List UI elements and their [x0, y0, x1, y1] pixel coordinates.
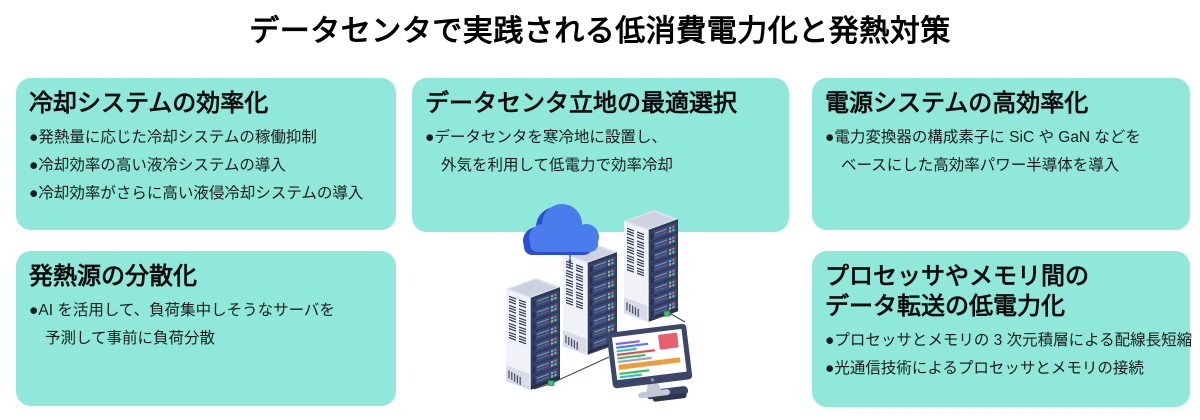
card-heading: 冷却システムの効率化 [29, 89, 388, 119]
card-location-selection: データセンタ立地の最適選択 ●データセンタを寒冷地に設置し、外気を利用して低電力で… [412, 78, 789, 232]
card-heading: 電源システムの高効率化 [825, 89, 1182, 119]
card-bullets: ●電力変換器の構成素子に SiC や GaN などをベースにした高効率パワー半導… [825, 124, 1182, 180]
card-heading: データセンタ立地の最適選択 [425, 89, 781, 119]
card-heading: プロセッサやメモリ間のデータ転送の低電力化 [825, 262, 1182, 322]
server-rack-icon [505, 277, 561, 391]
card-data-transfer: プロセッサやメモリ間のデータ転送の低電力化●プロセッサとメモリの 3 次元積層に… [812, 251, 1193, 407]
connector-node-icon [547, 310, 671, 386]
card-heat-source-dispersal: 発熱源の分散化 ●AI を活用して、負荷集中しそうなサーバを予測して事前に負荷分散 [16, 251, 396, 406]
bullet-item-continuation: 予測して事前に負荷分散 [45, 330, 216, 347]
card-bullets: ●発熱量に応じた冷却システムの稼働抑制 ●冷却効率の高い液冷システムの導入 ●冷却効… [29, 124, 388, 208]
card-heading: 発熱源の分散化 [29, 262, 388, 292]
bullet-item: ●冷却効率がさらに高い液侵冷却システムの導入 [29, 185, 364, 202]
bullet-item: ●電力変換器の構成素子に SiC や GaN などを [825, 129, 1141, 146]
card-heading-line: プロセッサやメモリ間の [825, 263, 1089, 290]
bullet-item-continuation: 外気を利用して低電力で効率冷却 [441, 157, 674, 174]
datacenter-illustration [505, 204, 693, 402]
bullet-item: ●光通信技術によるプロセッサとメモリの接続 [825, 360, 1144, 377]
bullet-item: ●冷却効率の高い液冷システムの導入 [29, 157, 286, 174]
card-heading-line: 冷却システムの効率化 [29, 90, 269, 117]
bullet-item: ●発熱量に応じた冷却システムの稼働抑制 [29, 129, 317, 146]
card-heading-line: 発熱源の分散化 [29, 263, 197, 290]
page-title: データセンタで実践される低消費電力化と発熱対策 [249, 15, 951, 48]
server-rack-icon [623, 209, 679, 323]
bullet-item: ●データセンタを寒冷地に設置し、 [425, 129, 667, 146]
card-heading-line: 電源システムの高効率化 [825, 90, 1089, 117]
card-bullets: ●データセンタを寒冷地に設置し、外気を利用して低電力で効率冷却 [425, 124, 781, 180]
card-heading-line: データセンタ立地の最適選択 [425, 90, 737, 117]
card-bullets: ●AI を活用して、負荷集中しそうなサーバを予測して事前に負荷分散 [29, 297, 388, 353]
card-power-system: 電源システムの高効率化 ●電力変換器の構成素子に SiC や GaN などをベース… [812, 78, 1190, 230]
bullet-item-continuation: ベースにした高効率パワー半導体を導入 [841, 157, 1120, 174]
bullet-item: ●AI を活用して、負荷集中しそうなサーバを [29, 302, 335, 319]
bullet-item: ●プロセッサとメモリの 3 次元積層による配線長短縮 [825, 332, 1193, 349]
card-heading-line: データ転送の低電力化 [825, 293, 1065, 320]
monitor-icon [606, 323, 693, 402]
card-bullets: ●プロセッサとメモリの 3 次元積層による配線長短縮 ●光通信技術によるプロセッサ… [825, 327, 1193, 383]
card-cooling-efficiency: 冷却システムの効率化 ●発熱量に応じた冷却システムの稼働抑制 ●冷却効率の高い液冷シ… [16, 78, 396, 230]
cloud-icon [523, 204, 599, 255]
